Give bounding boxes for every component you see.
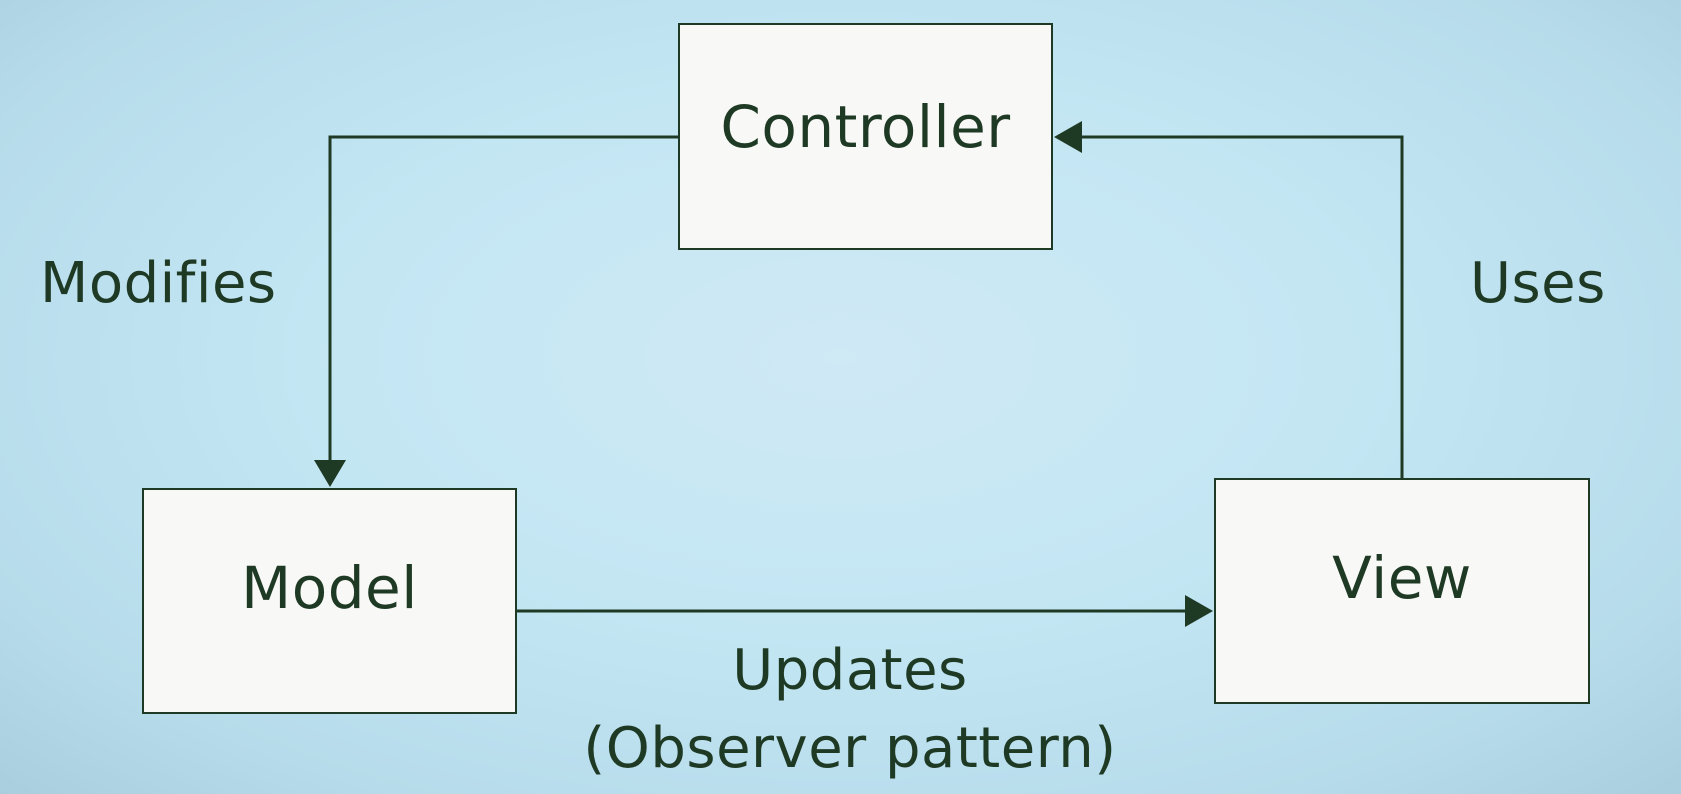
controller-node: Controller bbox=[678, 23, 1053, 250]
updates-label-line2: (Observer pattern) bbox=[583, 716, 1117, 781]
edge-uses-line bbox=[1080, 135, 1404, 478]
edge-modifies-arrowhead bbox=[314, 460, 346, 487]
updates-label: Updates (Observer pattern) bbox=[560, 632, 1140, 788]
edge-updates-arrowhead bbox=[1185, 595, 1213, 627]
controller-label: Controller bbox=[720, 92, 1011, 161]
view-node: View bbox=[1214, 478, 1590, 704]
edge-modifies-line bbox=[328, 135, 678, 462]
edge-uses-arrowhead bbox=[1054, 121, 1082, 153]
uses-label: Uses bbox=[1470, 251, 1606, 316]
model-label: Model bbox=[241, 554, 418, 622]
modifies-label: Modifies bbox=[40, 251, 277, 316]
view-label: View bbox=[1332, 544, 1472, 612]
updates-label-line1: Updates bbox=[732, 638, 968, 703]
model-node: Model bbox=[142, 488, 517, 714]
